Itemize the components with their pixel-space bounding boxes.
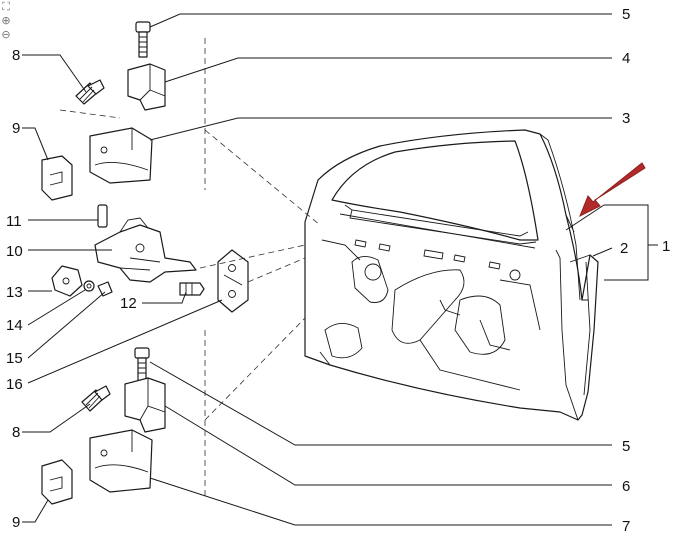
- callout-15: 15: [6, 350, 23, 367]
- upper-dash: [59, 38, 321, 226]
- door-check-hinge[interactable]: [94, 217, 197, 283]
- callout-8-bottom: 8: [12, 424, 20, 441]
- inner-rail: [321, 239, 541, 391]
- clip-bracket[interactable]: [51, 265, 83, 297]
- callout-4: 4: [622, 50, 630, 67]
- callout-11: 11: [6, 213, 22, 230]
- upper-stud-bolt[interactable]: [75, 79, 105, 105]
- inner-small-holes: [354, 239, 521, 281]
- inner-lower-rail: [319, 299, 511, 366]
- callout-5-top: 5: [622, 6, 630, 23]
- callout-5-bottom: 5: [622, 438, 630, 455]
- lower-dash: [204, 317, 306, 500]
- callout-9-top: 9: [12, 120, 20, 137]
- striker-plate[interactable]: [217, 249, 249, 313]
- callout-12: 12: [120, 295, 137, 312]
- highlight-arrow: [579, 162, 646, 218]
- callout-1: 1: [662, 238, 670, 255]
- inner-cutout-left: [351, 256, 389, 303]
- fit-icon[interactable]: ⛶: [2, 0, 10, 13]
- callout-13: 13: [6, 284, 23, 301]
- lower-shim-plate[interactable]: [41, 459, 73, 505]
- callout-3: 3: [622, 110, 630, 127]
- callout-10: 10: [6, 243, 23, 260]
- upper-bolt[interactable]: [135, 21, 151, 58]
- inner-cutout-right: [454, 295, 506, 355]
- callout-6: 6: [622, 478, 630, 495]
- door-edge: [539, 133, 588, 421]
- hex-nut[interactable]: [83, 280, 95, 292]
- inner-cutout-circle: [364, 263, 382, 281]
- zoom-out-icon[interactable]: ⊖: [1, 28, 11, 41]
- door-assembly[interactable]: [304, 129, 599, 421]
- callout-2: 2: [620, 240, 628, 257]
- zoom-toolbar: ⛶ ⊕ ⊖: [0, 0, 14, 50]
- door-rear-edge: [569, 254, 591, 396]
- callout-9-bottom: 9: [12, 514, 20, 531]
- lower-bolt[interactable]: [134, 347, 150, 383]
- upper-shim-plate[interactable]: [41, 155, 73, 201]
- hinge-pin[interactable]: [97, 204, 108, 228]
- lower-hinge-plate[interactable]: [89, 429, 153, 493]
- callout-7: 7: [622, 518, 630, 535]
- leader-lines: [22, 13, 658, 526]
- lower-hinge-bracket[interactable]: [124, 377, 166, 433]
- check-bolt[interactable]: [97, 281, 113, 297]
- zoom-in-icon[interactable]: ⊕: [1, 14, 11, 27]
- middle-dash: [199, 244, 306, 283]
- callout-16: 16: [6, 376, 23, 393]
- window-sill: [339, 213, 536, 249]
- upper-hinge-plate[interactable]: [89, 127, 153, 184]
- callout-14: 14: [6, 317, 23, 334]
- window-opening: [331, 140, 539, 241]
- callout-8-top: 8: [12, 47, 20, 64]
- upper-hinge-bracket[interactable]: [127, 63, 166, 111]
- striker-bolt[interactable]: [179, 282, 205, 296]
- inner-cutout-large: [391, 269, 465, 344]
- inner-cutout-speaker: [324, 323, 363, 359]
